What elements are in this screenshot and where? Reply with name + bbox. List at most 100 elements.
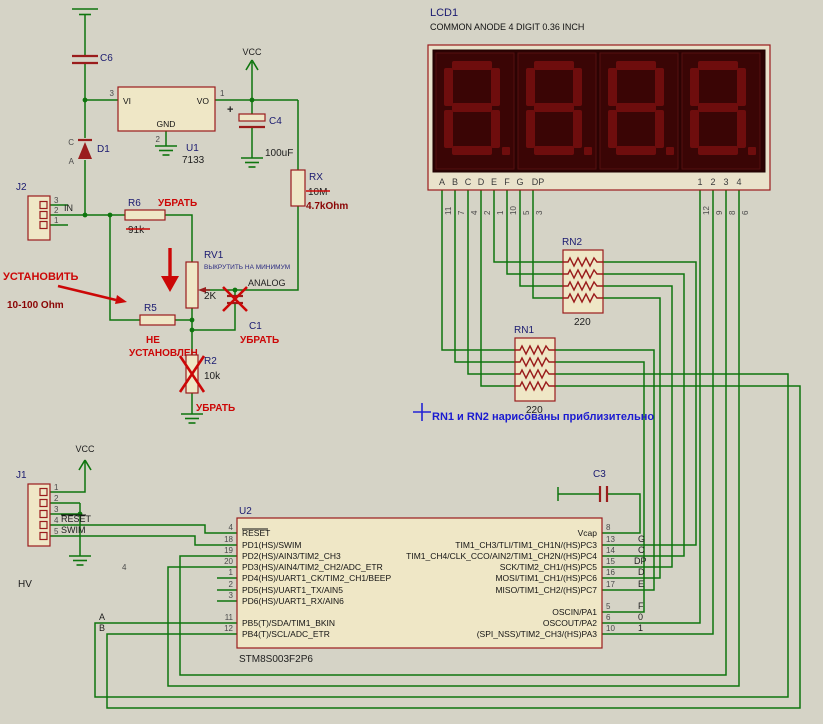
rx-new-value: 4.7kOhm bbox=[306, 201, 348, 212]
c4-ref-label: C4 bbox=[269, 116, 282, 127]
u2-rnum-6: 6 bbox=[606, 613, 611, 622]
u2-rname-pc4: TIM1_CH4/CLK_CCO/AIN2/TIM1_CH2N/(HS)PC4 bbox=[406, 551, 597, 561]
j2-net-in: IN bbox=[64, 203, 73, 213]
lcd-pin-10: 10 bbox=[509, 206, 518, 215]
u2-lname-pd1: PD1(HS)/SWIM bbox=[242, 540, 302, 550]
r2-ref-label: R2 bbox=[204, 356, 217, 367]
u2-net-d: D bbox=[638, 567, 645, 577]
u1-ref-label: U1 bbox=[186, 143, 199, 154]
u1-value-label: 7133 bbox=[182, 155, 205, 166]
c3-ref-label: C3 bbox=[593, 469, 606, 480]
j2-pin-3: 3 bbox=[54, 196, 59, 205]
capacitor-c1[interactable]: C1 УБРАТЬ bbox=[222, 286, 279, 346]
rn-approx-note: RN1 и RN2 нарисованы приблизительно bbox=[432, 411, 654, 423]
lcd-seg-b: B bbox=[452, 177, 458, 187]
lcd-seg-c: C bbox=[465, 177, 472, 187]
u2-rname-vcap: Vcap bbox=[578, 528, 598, 538]
lcd-pin-5: 5 bbox=[522, 210, 531, 215]
j2-pin-1: 1 bbox=[54, 216, 59, 225]
d1-ref-label: D1 bbox=[97, 144, 110, 155]
resistor-r2[interactable]: R2 10k УБРАТЬ bbox=[178, 354, 235, 414]
install-note: УСТАНОВИТЬ bbox=[3, 271, 79, 283]
u2-lnum-3: 3 bbox=[229, 591, 234, 600]
resistor-network-rn2[interactable]: RN2 220 bbox=[562, 237, 604, 328]
ground-top-icon bbox=[72, 8, 98, 16]
resistor-r6[interactable]: R6 91k УБРАТЬ bbox=[124, 198, 197, 236]
mcu-u2[interactable]: U2 STM8S003F2P6 RESET PD1(HS)/SWIM PD2(H… bbox=[99, 506, 647, 665]
lcd-digit-4: 4 bbox=[736, 177, 741, 187]
j1-hv-label: HV bbox=[18, 579, 32, 590]
u2-net-c: C bbox=[638, 545, 645, 555]
u2-lnum-4: 4 bbox=[229, 523, 234, 532]
u2-rname-pa1: OSCIN/PA1 bbox=[552, 607, 597, 617]
c6-ref-label: C6 bbox=[100, 53, 113, 64]
u2-net-f: F bbox=[638, 601, 644, 611]
resistor-rx[interactable]: RX 10M 4.7kOhm bbox=[290, 169, 348, 212]
j1-pin-5: 5 bbox=[54, 527, 59, 536]
rx-old-value: 10M bbox=[308, 187, 327, 198]
connector-j1[interactable]: J1 1 2 3 4 5 RESET SWIM HV 4 bbox=[16, 470, 127, 590]
connector-j2[interactable]: J2 3 2 1 IN bbox=[16, 182, 73, 241]
capacitor-c4[interactable]: + C4 100uF bbox=[227, 104, 293, 159]
potentiometer-rv1[interactable]: RV1 ВЫКРУТИТЬ НА МИНИМУМ 2K bbox=[185, 250, 290, 309]
r6-remove-note: УБРАТЬ bbox=[158, 198, 197, 209]
j1-pin-2: 2 bbox=[54, 494, 59, 503]
u2-lnum-2: 2 bbox=[229, 580, 234, 589]
capacitor-c3[interactable]: C3 bbox=[593, 469, 609, 502]
u2-net-dp: DP bbox=[634, 556, 647, 566]
regulator-u1[interactable]: VI VO GND 3 1 2 U1 7133 bbox=[110, 86, 225, 166]
u2-lname-pb5: PB5(T)/SDA/TIM1_BKIN bbox=[242, 618, 335, 628]
u2-lname-pd2: PD2(HS)/AIN3/TIM2_CH3 bbox=[242, 551, 341, 561]
u2-net-a: A bbox=[99, 612, 105, 622]
u1-pin-vi: VI bbox=[123, 96, 131, 106]
u2-net-1: 1 bbox=[638, 623, 643, 633]
resistor-network-rn1[interactable]: RN1 220 bbox=[514, 325, 556, 416]
j2-pin-2: 2 bbox=[54, 206, 59, 215]
u2-rname-pc7: MISO/TIM1_CH2/(HS)PC7 bbox=[495, 585, 597, 595]
u2-net-g: G bbox=[638, 534, 645, 544]
lcd-pin-3: 3 bbox=[535, 210, 544, 215]
lcd-pin-7: 7 bbox=[457, 210, 466, 215]
lcd-pin-12: 12 bbox=[702, 206, 711, 215]
j1-pin-1: 1 bbox=[54, 483, 59, 492]
rv1-turn-note: ВЫКРУТИТЬ НА МИНИМУМ bbox=[204, 264, 290, 271]
lcd-seg-dp: DP bbox=[532, 177, 545, 187]
u1-pin-vo: VO bbox=[197, 96, 210, 106]
u2-ref-label: U2 bbox=[239, 506, 252, 517]
lcd-display[interactable]: LCD1 COMMON ANODE 4 DIGIT 0.36 INCH A B … bbox=[427, 7, 771, 215]
j1-ref-label: J1 bbox=[16, 470, 27, 481]
vcc-top-label: VCC bbox=[242, 47, 262, 57]
resistor-r5[interactable]: R5 НЕ УСТАНОВЛЕН bbox=[129, 303, 198, 359]
u2-lname-pd6: PD6(HS)/UART1_RX/AIN6 bbox=[242, 596, 344, 606]
rv1-ref-label: RV1 bbox=[204, 250, 224, 261]
u2-part-label: STM8S003F2P6 bbox=[239, 654, 313, 665]
u2-net-e: E bbox=[638, 579, 644, 589]
r6-ref-label: R6 bbox=[128, 198, 141, 209]
u2-rnum-8: 8 bbox=[606, 523, 611, 532]
net-analog-label: ANALOG bbox=[248, 278, 286, 288]
u2-lnum-20: 20 bbox=[224, 557, 233, 566]
capacitor-c6[interactable]: C6 bbox=[72, 53, 113, 65]
lcd-seg-d: D bbox=[478, 177, 485, 187]
u2-rnum-5: 5 bbox=[606, 602, 611, 611]
u2-net-0: 0 bbox=[638, 612, 643, 622]
u1-pin-gnd: GND bbox=[157, 119, 176, 129]
u1-pin-num-3: 3 bbox=[110, 89, 115, 98]
ground-j1-icon bbox=[69, 555, 91, 566]
u2-lname-pd4: PD4(HS)/UART1_CK/TIM2_CH1/BEEP bbox=[242, 573, 391, 583]
diode-d1[interactable]: D1 C A bbox=[68, 138, 110, 166]
u2-lnum-19: 19 bbox=[224, 546, 233, 555]
u2-lnum-18: 18 bbox=[224, 535, 233, 544]
lcd-seg-f: F bbox=[504, 177, 510, 187]
rv1-value-label: 2K bbox=[204, 291, 217, 302]
u1-pin-num-2: 2 bbox=[156, 135, 161, 144]
j1-net-reset: RESET bbox=[61, 514, 92, 524]
r2-value-label: 10k bbox=[204, 371, 221, 382]
junction-dots bbox=[77, 97, 255, 517]
rn2-ref-label: RN2 bbox=[562, 237, 582, 248]
u2-net-b: B bbox=[99, 623, 105, 633]
lcd-seg-g: G bbox=[516, 177, 523, 187]
vcc-j1-label: VCC bbox=[75, 444, 95, 454]
rn1-ref-label: RN1 bbox=[514, 325, 534, 336]
